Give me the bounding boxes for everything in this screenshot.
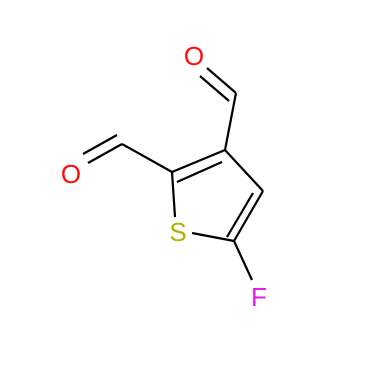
bond-c5-f	[233, 240, 253, 281]
bond-aldehyde-c3	[223, 92, 238, 151]
bond-left-aldehyde-c-o-2	[82, 134, 118, 155]
bond-upper-aldehyde-c-o-2	[199, 75, 230, 102]
atom-fluorine: F	[251, 282, 267, 312]
bond-c4-c5-2	[226, 192, 254, 238]
bond-s-c2	[170, 171, 177, 218]
atom-sulfur: S	[169, 217, 186, 247]
bond-c2-c3-2	[176, 160, 223, 184]
bond-c2-c3-1	[171, 148, 226, 174]
bond-left-aldehyde-c-o-1	[87, 143, 123, 164]
bond-c4-c5-1	[233, 190, 264, 242]
bond-aldehyde-c2	[121, 143, 173, 173]
bond-c3-c4	[224, 149, 264, 192]
atom-oxygen-upper: O	[184, 41, 204, 71]
bond-upper-aldehyde-c-o-1	[206, 67, 237, 94]
bond-c5-s	[191, 231, 235, 243]
atom-oxygen-left: O	[61, 159, 81, 189]
